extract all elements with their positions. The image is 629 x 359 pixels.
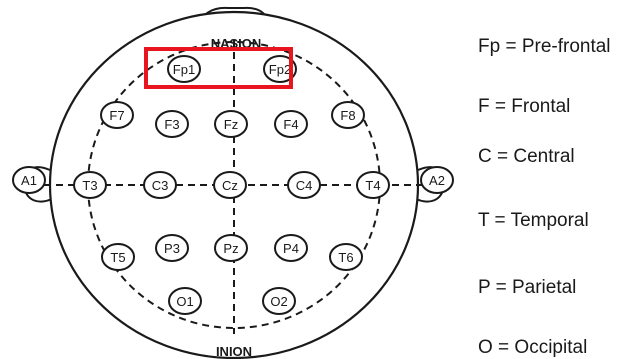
electrode-c3: C3 [143,171,177,199]
legend-item-occipital: O = Occipital [478,337,588,358]
electrode-t4: T4 [356,171,390,199]
electrode-c4-label: C4 [296,178,313,193]
electrode-t5-label: T5 [110,250,125,265]
electrode-pz-circle [214,234,248,262]
electrode-o1: O1 [168,287,202,315]
electrode-fp1: Fp1 [167,55,201,83]
electrode-p3: P3 [155,234,189,262]
electrode-f3-label: F3 [164,117,179,132]
electrode-fp2-circle [263,55,297,83]
electrode-fz: Fz [214,110,248,138]
electrode-t6-label: T6 [338,250,353,265]
electrode-fz-label: Fz [224,117,238,132]
electrode-o2: O2 [262,287,296,315]
electrode-fp2-label: Fp2 [269,62,291,77]
electrode-f3: F3 [155,110,189,138]
electrode-f7-label: F7 [109,108,124,123]
electrode-a2-circle [420,166,454,194]
legend-item-prefrontal: Fp = Pre-frontal [478,36,611,57]
electrode-t4-label: T4 [365,178,380,193]
electrode-a1-circle [12,166,46,194]
electrode-p4-circle [274,234,308,262]
electrode-t3-label: T3 [82,178,97,193]
electrode-c3-label: C3 [152,178,169,193]
electrode-p3-label: P3 [164,241,180,256]
electrode-fz-circle [214,110,248,138]
electrode-o2-circle [262,287,296,315]
legend-item-parietal: P = Parietal [478,277,577,298]
electrode-c3-circle [143,171,177,199]
electrode-o2-label: O2 [270,294,287,309]
electrode-o1-label: O1 [176,294,193,309]
electrode-t3: T3 [73,171,107,199]
fp-highlight-box [144,47,293,89]
electrode-t5-circle [101,243,135,271]
electrode-f3-circle [155,110,189,138]
electrode-p4: P4 [274,234,308,262]
electrode-cz-circle [213,171,247,199]
electrode-t5: T5 [101,243,135,271]
electrode-f7-circle [100,101,134,129]
legend-item-temporal: T = Temporal [478,210,589,231]
electrode-a2-label: A2 [429,173,445,188]
legend-item-frontal: F = Frontal [478,96,571,117]
electrode-f8: F8 [331,101,365,129]
electrode-f4-circle [274,110,308,138]
electrode-pz: Pz [214,234,248,262]
electrode-t6-circle [329,243,363,271]
electrode-c4-circle [287,171,321,199]
inion-label: INION [216,344,252,359]
electrode-fp2: Fp2 [263,55,297,83]
electrode-t4-circle [356,171,390,199]
electrode-pz-label: Pz [223,241,238,256]
region-legend: Fp = Pre-frontal F = Frontal C = Central… [478,0,629,359]
electrode-t6: T6 [329,243,363,271]
electrode-c4: C4 [287,171,321,199]
electrode-p3-circle [155,234,189,262]
electrode-f8-label: F8 [340,108,355,123]
electrode-cz-label: Cz [222,178,238,193]
electrode-a1-label: A1 [21,173,37,188]
electrode-p4-label: P4 [283,241,299,256]
electrode-f4: F4 [274,110,308,138]
electrode-a1: A1 [12,166,46,194]
electrode-cz: Cz [213,171,247,199]
electrode-t3-circle [73,171,107,199]
legend-item-central: C = Central [478,146,575,167]
electrode-fp1-label: Fp1 [173,62,195,77]
electrode-fp1-circle [167,55,201,83]
electrode-a2: A2 [420,166,454,194]
electrode-o1-circle [168,287,202,315]
electrode-f4-label: F4 [283,117,298,132]
electrode-f8-circle [331,101,365,129]
electrode-f7: F7 [100,101,134,129]
